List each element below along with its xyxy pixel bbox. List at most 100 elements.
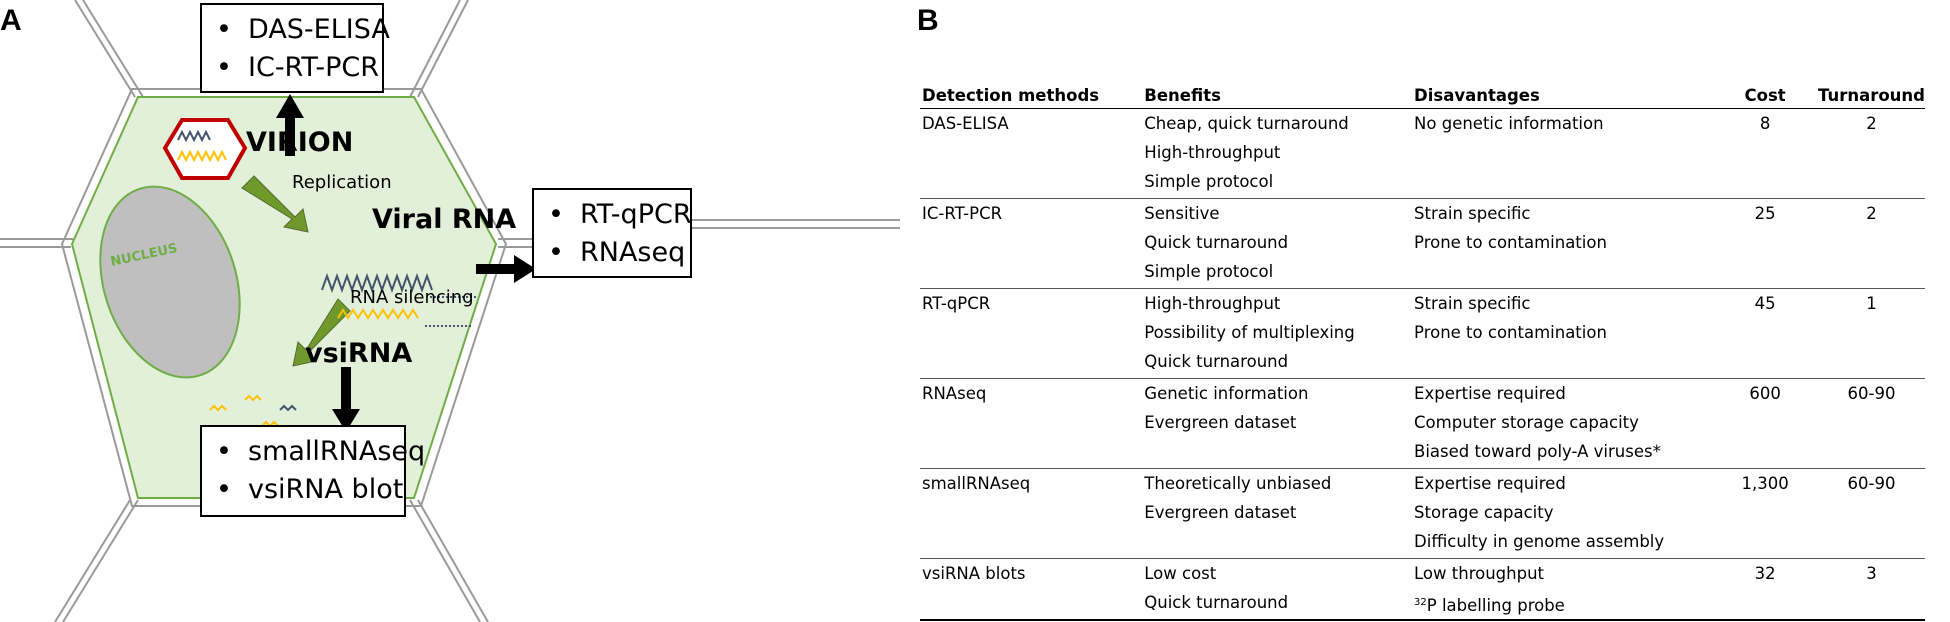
method-das-elisa: DAS-ELISA [216,11,390,49]
virion-label: VIRION [246,127,354,158]
method-cell-line: RNAseq [922,384,987,403]
benefits-cell-line: Quick turnaround [1144,593,1289,612]
disadvantages-cell: No genetic information [1414,108,1713,199]
disadvantages-cell-line: Expertise required [1414,384,1566,403]
panel-b: B Detection methods Benefits Disavantage… [917,0,1950,622]
table-header-row: Detection methods Benefits Disavantages … [920,84,1925,109]
disadvantages-cell-line: Computer storage capacity [1414,413,1639,432]
turnaround-cell: 2 [1817,108,1925,199]
nucleus [99,185,241,379]
turnaround-cell-line: 60-90 [1847,474,1896,493]
virion-rna-yellow [177,149,227,163]
panel-a: A DAS-ELISA IC-RT-PCR RT-qPCR RNAseq sma… [0,0,900,622]
header-cost: Cost [1712,84,1818,109]
benefits-cell-line: Cheap, quick turnaround [1144,114,1349,133]
turnaround-cell: 60-90 [1817,378,1925,469]
benefits-cell-line: Evergreen dataset [1144,503,1297,522]
header-turnaround: Turnaround [1817,84,1925,109]
cell-wall [60,88,508,507]
benefits-cell-line: Low cost [1144,564,1217,583]
method-cell-line: IC-RT-PCR [922,204,1003,223]
replication-label: Replication [292,172,392,193]
cost-cell: 600 [1712,378,1818,469]
method-smallrnaseq: smallRNAseq [216,433,425,471]
method-rnaseq: RNAseq [548,234,685,272]
header-benefits: Benefits [1144,84,1415,109]
cell-diagram [0,0,900,622]
benefits-cell-line: High-throughput [1144,143,1281,162]
viral-rna-label: Viral RNA [372,204,517,235]
cost-cell-line: 25 [1754,204,1776,223]
turnaround-cell-line: 1 [1866,294,1877,313]
disadvantages-cell-line: Strain specific [1414,204,1531,223]
benefits-cell-line: Genetic information [1144,384,1309,403]
isotope-superscript: 32 [1414,597,1427,608]
turnaround-cell: 1 [1817,288,1925,379]
panel-b-letter: B [917,4,939,37]
disadvantages-cell-line: Prone to contamination [1414,323,1607,342]
arrow-up [276,94,304,156]
turnaround-cell: 2 [1817,198,1925,289]
cost-cell: 45 [1712,288,1818,379]
cost-cell: 8 [1712,108,1818,199]
vsirna-label: vsiRNA [305,338,413,369]
virion-rna-blue [177,129,211,143]
arrow-down [332,367,360,432]
rna-fragments [425,296,478,327]
neighbour-cell-walls [0,0,900,622]
method-rt-qpcr: RT-qPCR [548,196,692,234]
method-ic-rt-pcr: IC-RT-PCR [216,49,379,87]
method-cell-line: DAS-ELISA [922,114,1009,133]
method-cell-line: smallRNAseq [922,474,1031,493]
disadvantages-cell-line: Strain specific [1414,294,1531,313]
method-cell: vsiRNA blots [920,558,1145,621]
detection-methods-table: Detection methods Benefits Disavantages … [920,84,1925,621]
cost-cell-line: 32 [1754,564,1776,583]
benefits-cell-line: Evergreen dataset [1144,413,1297,432]
cost-cell-line: 1,300 [1741,474,1789,493]
silencing-arrow [292,298,351,367]
method-cell: DAS-ELISA [920,108,1145,199]
cost-cell: 25 [1712,198,1818,289]
turnaround-cell-line: 2 [1866,204,1877,223]
disadvantages-cell-line: 32P labelling probe [1414,588,1712,617]
method-cell: smallRNAseq [920,468,1145,559]
isotope-letter: P [1426,596,1442,615]
panel-a-letter: A [0,4,22,37]
arrow-right [476,255,536,283]
replication-arrow [241,175,309,233]
header-detection-methods: Detection methods [920,84,1145,109]
method-cell-line: vsiRNA blots [922,564,1026,583]
turnaround-cell: 60-90 [1817,468,1925,559]
benefits-cell-line: Simple protocol [1144,262,1274,281]
method-vsirna-blot: vsiRNA blot [216,471,403,509]
benefits-cell-line: Theoretically unbiased [1144,474,1332,493]
turnaround-cell-line: 2 [1866,114,1877,133]
cost-cell-line: 600 [1749,384,1781,403]
benefits-cell-line: Quick turnaround [1144,352,1289,371]
sirna-detection-box: smallRNAseq vsiRNA blot [200,425,425,517]
cost-cell: 32 [1712,558,1818,621]
benefits-cell-line: Simple protocol [1144,172,1274,191]
viral-rna-blue [321,273,433,293]
turnaround-cell-line: 3 [1866,564,1877,583]
disadvantages-cell-line: Biased toward poly-A viruses* [1414,442,1661,461]
benefits-cell-line: Quick turnaround [1144,233,1289,252]
cost-cell-line: 8 [1759,114,1771,133]
disadvantages-cell-line: Storage capacity [1414,503,1554,522]
